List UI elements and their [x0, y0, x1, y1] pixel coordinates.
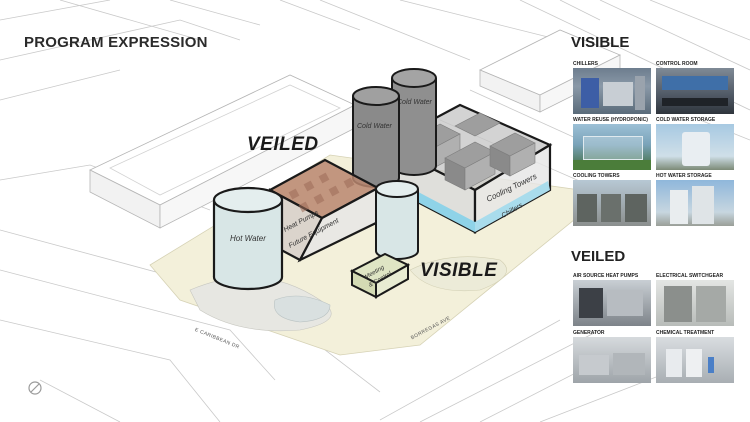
hot-tank-photo-icon — [656, 180, 734, 226]
chemical-photo-icon — [656, 337, 734, 383]
control-room-photo-icon — [656, 68, 734, 114]
visible-callout: VISIBLE — [420, 260, 498, 281]
visible-item-hot-water-storage: HOT WATER STORAGE — [656, 173, 734, 226]
meeting-control-building: Meeting & Control — [349, 252, 411, 299]
thumb-label: HOT WATER STORAGE — [656, 173, 712, 179]
veiled-item-switchgear: ELECTRICAL SWITCHGEAR — [656, 273, 734, 326]
visible-item-cooling-towers: COOLING TOWERS — [573, 173, 651, 226]
hot-water-tank: Hot Water — [212, 186, 284, 291]
visible-item-chillers: CHILLERS — [573, 61, 651, 114]
page-title: PROGRAM EXPRESSION — [24, 34, 208, 51]
storage-tank-photo-icon — [656, 124, 734, 170]
thumb-label: CONTROL ROOM — [656, 61, 698, 67]
firm-logo-icon — [28, 381, 42, 395]
switchgear-photo-icon — [656, 280, 734, 326]
visible-item-cold-water-storage: COLD WATER STORAGE — [656, 117, 734, 170]
veiled-item-heat-pumps: AIR SOURCE HEAT PUMPS — [573, 273, 651, 326]
hot-water-label: Hot Water — [230, 234, 266, 243]
visible-item-water-reuse: WATER REUSE (HYDROPONIC) — [573, 117, 651, 170]
thumb-label: CHEMICAL TREATMENT — [656, 330, 715, 336]
thumb-label: COLD WATER STORAGE — [656, 117, 716, 123]
veiled-item-generator: GENERATOR — [573, 330, 651, 383]
visible-panel-heading: VISIBLE — [571, 34, 630, 51]
thumb-label: COOLING TOWERS — [573, 173, 620, 179]
site-pond — [273, 295, 331, 323]
generator-photo-icon — [573, 337, 651, 383]
cold-water-label-2: Cold Water — [397, 99, 433, 106]
small-tank — [375, 180, 419, 260]
cooling-tower-photo-icon — [573, 180, 651, 226]
thumb-label: WATER REUSE (HYDROPONIC) — [573, 117, 648, 123]
heat-pump-photo-icon — [573, 280, 651, 326]
greenhouse-photo-icon — [573, 124, 651, 170]
site-landscape-east — [409, 256, 507, 292]
thumb-label: AIR SOURCE HEAT PUMPS — [573, 273, 639, 279]
cold-water-label-1: Cold Water — [357, 123, 393, 130]
veiled-callout: VEILED — [247, 134, 319, 155]
visible-item-control-room: CONTROL ROOM — [656, 61, 734, 114]
thumb-label: ELECTRICAL SWITCHGEAR — [656, 273, 724, 279]
veiled-panel-heading: VEILED — [571, 248, 626, 265]
chiller-photo-icon — [573, 68, 651, 114]
thumb-label: CHILLERS — [573, 61, 598, 67]
cold-water-tank-front: Cold Water — [352, 86, 400, 188]
thumb-label: GENERATOR — [573, 330, 605, 336]
veiled-item-chemical-treatment: CHEMICAL TREATMENT — [656, 330, 734, 383]
